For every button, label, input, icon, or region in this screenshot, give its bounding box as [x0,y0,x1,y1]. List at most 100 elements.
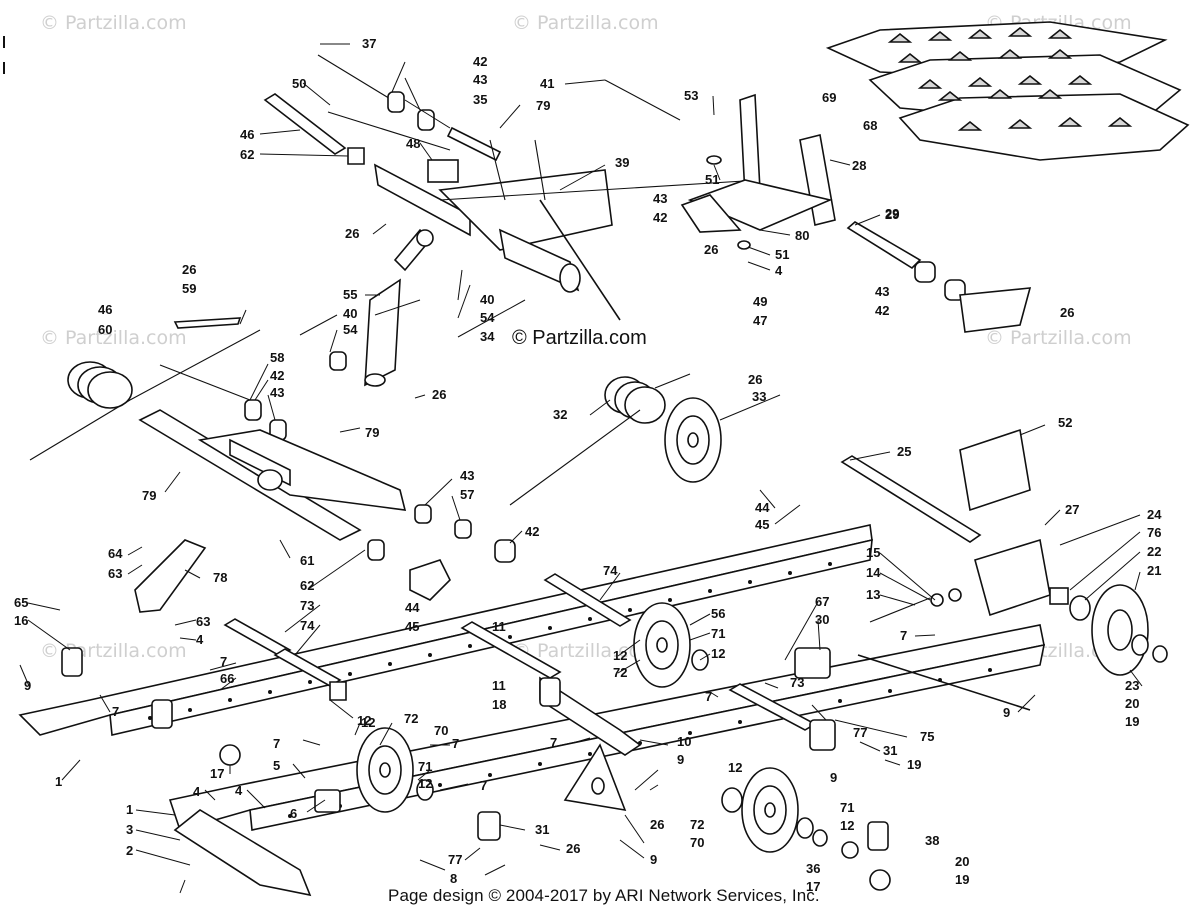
callout: 57 [460,487,474,502]
callout: 12 [840,818,854,833]
cross-shafts [61,573,1031,891]
watermark: © Partzilla.com [40,327,187,349]
callout: 42 [270,368,284,383]
callout: 23 [1125,678,1139,693]
callout: 45 [405,619,419,634]
callout: 71 [711,626,725,641]
callout: 29 [885,207,899,222]
callout: 51 [775,247,789,262]
leader-lines [19,43,1143,894]
watermark: © Partzilla.com [985,327,1132,349]
callout: 42 [525,524,539,539]
callout: 4 [193,784,201,799]
callout: 9 [24,678,31,693]
callout: 3 [126,822,133,837]
callout: 80 [795,228,809,243]
callout: 19 [1125,714,1139,729]
callout: 19 [907,757,921,772]
callout: 2 [126,843,133,858]
callout: 40 [343,306,357,321]
callout: 14 [866,565,881,580]
callout: 26 [704,242,718,257]
page-footer: Page design © 2004-2017 by ARI Network S… [388,886,820,905]
callout: 41 [540,76,554,91]
callout: 25 [897,444,911,459]
callout: 24 [1147,507,1162,522]
callout: 56 [711,606,725,621]
callout: 69 [822,90,836,105]
callout: 76 [1147,525,1161,540]
callout: 5 [273,758,280,773]
callout: 9 [677,752,684,767]
callout: 29 [885,206,899,221]
callout: 1 [126,802,133,817]
callout: 19 [955,872,969,887]
front-arm-assembly [263,54,761,321]
callout: 43 [270,385,284,400]
callout: 11 [492,678,506,693]
shock-absorber [329,228,434,387]
callout: 30 [815,612,829,627]
callout: 70 [434,723,448,738]
callout: 58 [270,350,284,365]
callout: 73 [790,675,804,690]
callout: 7 [900,628,907,643]
callout: 72 [690,817,704,832]
callout: 8 [450,871,457,886]
margin-mark [3,62,5,74]
callout: 43 [653,191,667,206]
callout-labels: 37 42 43 35 50 46 62 79 48 39 41 53 51 2… [14,36,1162,894]
callout: 35 [473,92,487,107]
callout: 62 [240,147,254,162]
callout: 4 [235,783,243,798]
callout: 62 [300,578,314,593]
callout: 1 [55,774,62,789]
callout: 64 [108,546,123,561]
callout: 39 [615,155,629,170]
callout: 72 [404,711,418,726]
callout: 46 [98,302,112,317]
callout: 27 [1065,502,1079,517]
callout: 36 [806,861,820,876]
callout: 48 [406,136,420,151]
callout: 43 [460,468,474,483]
callout: 67 [815,594,829,609]
front-lower-arm [134,364,516,613]
callout: 79 [536,98,550,113]
callout: 42 [653,210,667,225]
callout: 17 [806,879,820,894]
callout: 21 [1147,563,1161,578]
callout: 40 [480,292,494,307]
callout: 42 [875,303,889,318]
callout: 73 [300,598,314,613]
callout: 16 [14,613,28,628]
callout: 77 [853,725,867,740]
callout: 26 [566,841,580,856]
callout: 9 [830,770,837,785]
callout: 6 [290,806,297,821]
callout: 26 [1060,305,1074,320]
callout: 60 [98,322,112,337]
callout: 12 [728,760,742,775]
callout: 4 [775,263,783,278]
watermark: © Partzilla.com [512,12,659,34]
callout: 45 [755,517,769,532]
callout: 44 [405,600,420,615]
callout: 43 [875,284,889,299]
callout: 11 [492,619,506,634]
callout: 50 [292,76,306,91]
callout: 26 [748,372,762,387]
callout: 31 [535,822,549,837]
torsion-spring [29,317,691,506]
callout: 71 [418,759,432,774]
callout: 7 [220,654,227,669]
callout: 74 [603,563,618,578]
margin-mark [3,36,5,48]
callout: 70 [690,835,704,850]
callout: 12 [418,776,432,791]
watermark: © Partzilla.com [40,12,187,34]
callout: 9 [650,852,657,867]
callout: 79 [365,425,379,440]
